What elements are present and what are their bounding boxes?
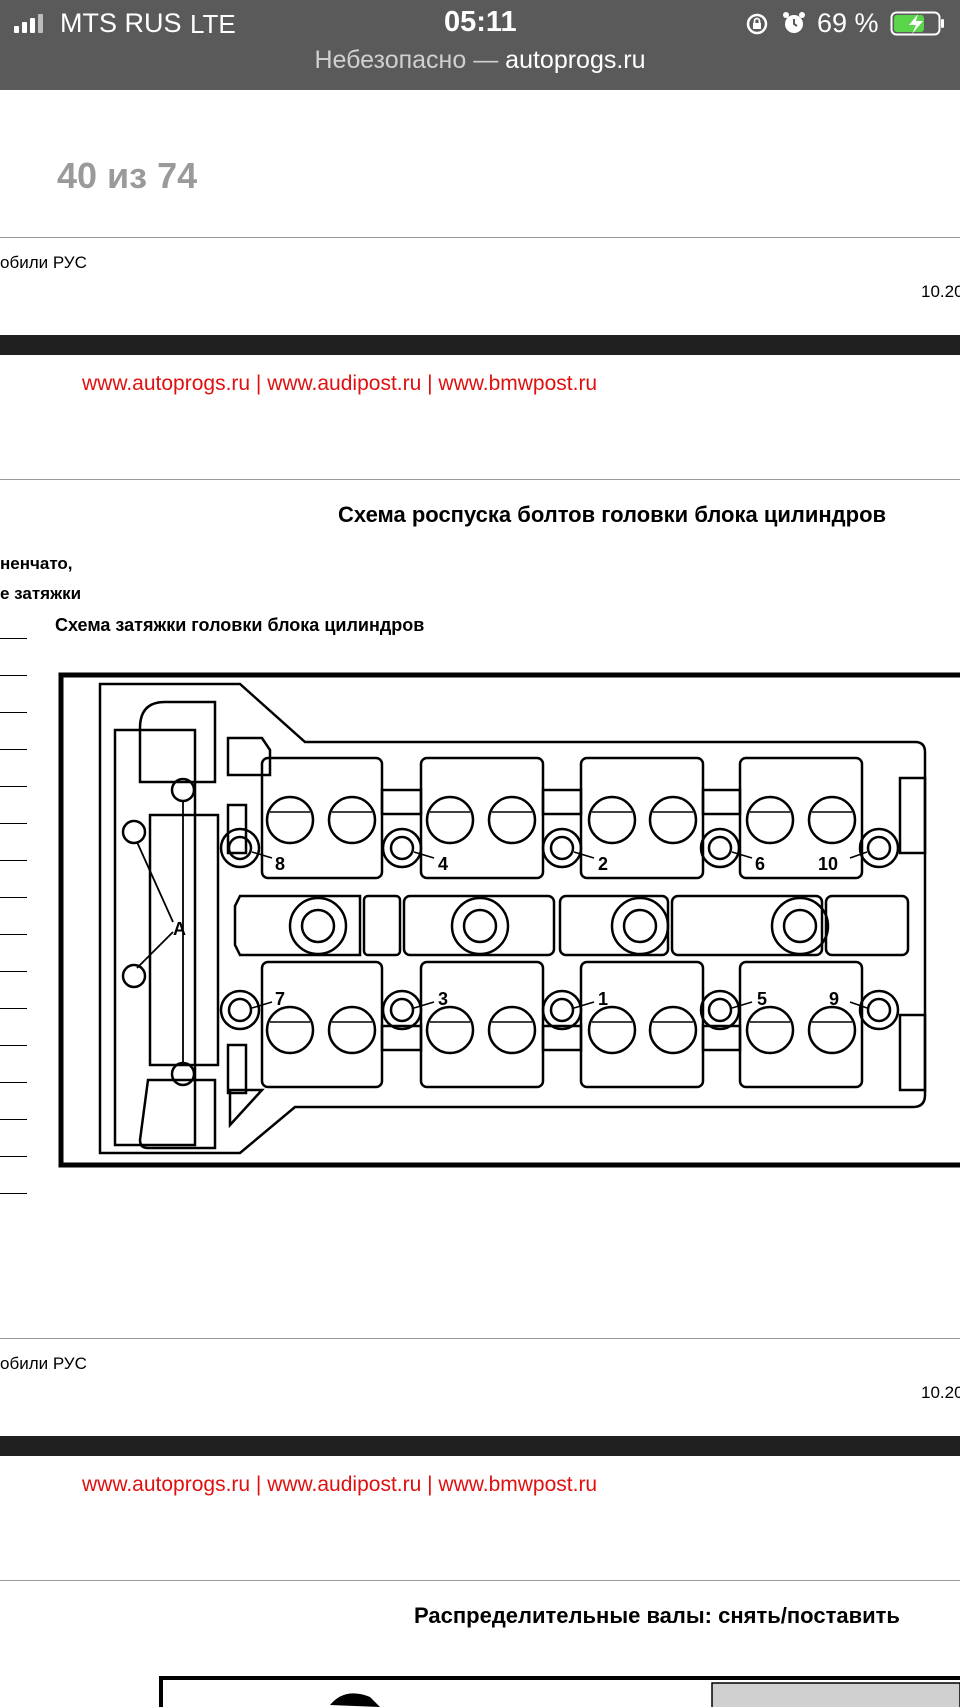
cylinder-head-diagram: 8 4 2 6 10 7 3 1 5 9 A	[58, 672, 960, 1168]
url-bar[interactable]: Небезопасно — autoprogs.ru	[0, 46, 960, 75]
section-divider	[0, 1580, 960, 1581]
bolt-label: 8	[275, 854, 285, 874]
clock: 05:11	[444, 6, 517, 38]
section-title: Распределительные валы: снять/поставить	[414, 1603, 900, 1628]
signal-icon	[14, 14, 43, 33]
page-counter: 40 из 74	[57, 155, 198, 196]
carrier-name: MTS RUS	[60, 8, 182, 38]
bolt-label: 5	[757, 989, 767, 1009]
bolt-label: 6	[755, 854, 765, 874]
bolt-label: 4	[438, 854, 448, 874]
page-header-left: обили РУС	[0, 1354, 87, 1373]
section-title: Схема роспуска болтов головки блока цили…	[338, 502, 887, 527]
network-type: LTE	[190, 9, 236, 39]
section-divider	[0, 479, 960, 480]
site-links[interactable]: www.autoprogs.ru | www.audipost.ru | www…	[82, 1473, 598, 1496]
battery-charging-icon	[890, 11, 944, 36]
insecure-label: Небезопасно —	[314, 46, 499, 74]
marker-label: A	[173, 919, 186, 939]
page-divider	[0, 1338, 960, 1339]
page-header-date: 10.20	[921, 282, 960, 301]
bolt-label: 1	[598, 989, 608, 1009]
status-bar: MTS RUS LTE 05:11 69 % Небезопасно — aut…	[0, 0, 960, 90]
bolt-label: 10	[818, 854, 838, 874]
side-text-line: ненчато,	[0, 554, 73, 573]
rotation-lock-icon	[746, 13, 768, 35]
side-text-line: е затяжки	[0, 584, 82, 603]
bolt-label: 9	[829, 989, 839, 1009]
bolt-label: 2	[598, 854, 608, 874]
page-divider	[0, 237, 960, 238]
battery-percent: 69 %	[817, 8, 879, 38]
page-separator-bar	[0, 335, 960, 355]
page-header-date: 10.20	[921, 1383, 960, 1402]
pdf-document-view[interactable]: 40 из 74 обили РУС 10.20 www.autoprogs.r…	[0, 90, 960, 1707]
page-separator-bar	[0, 1436, 960, 1456]
page-header-left: обили РУС	[0, 253, 87, 272]
figure-frame-top	[159, 1676, 960, 1707]
site-links[interactable]: www.autoprogs.ru | www.audipost.ru | www…	[82, 372, 598, 395]
alarm-icon	[783, 12, 805, 33]
bolt-label: 7	[275, 989, 285, 1009]
url-domain: autoprogs.ru	[505, 46, 646, 74]
bolt-label: 3	[438, 989, 448, 1009]
figure-caption: Схема затяжки головки блока цилиндров	[55, 615, 425, 635]
